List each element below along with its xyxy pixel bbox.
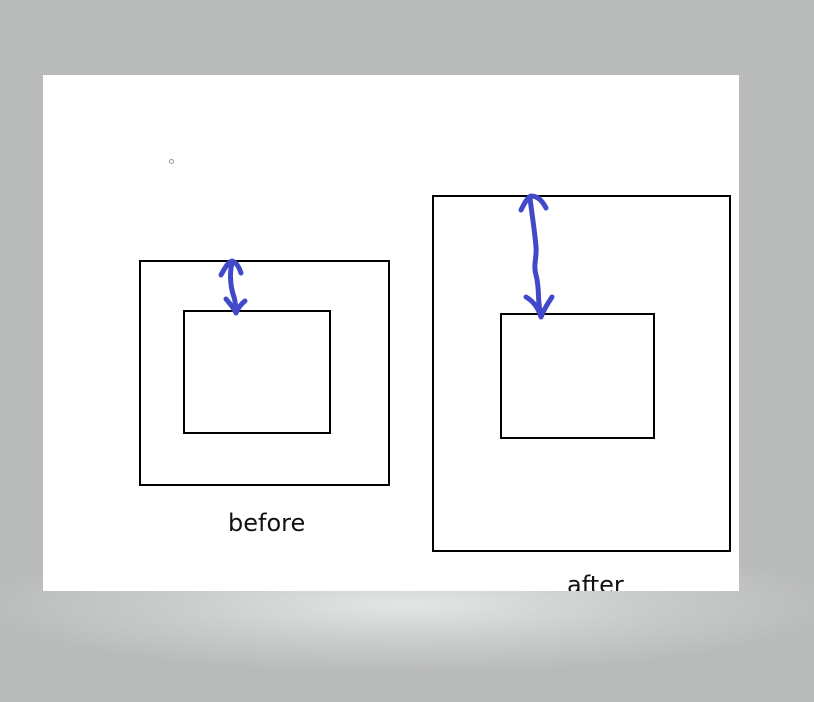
before-gap-arrow [218,258,248,316]
drawing-canvas: before after [43,75,739,591]
handdrawn-arrows [218,193,555,320]
after-label: after [567,571,624,591]
before-label: before [228,509,306,537]
small-dot-mark [169,159,174,164]
before-outer-box [139,260,390,486]
after-gap-arrow [518,193,555,320]
after-inner-box [500,313,655,439]
after-outer-box [432,195,731,552]
before-inner-box [183,310,331,434]
